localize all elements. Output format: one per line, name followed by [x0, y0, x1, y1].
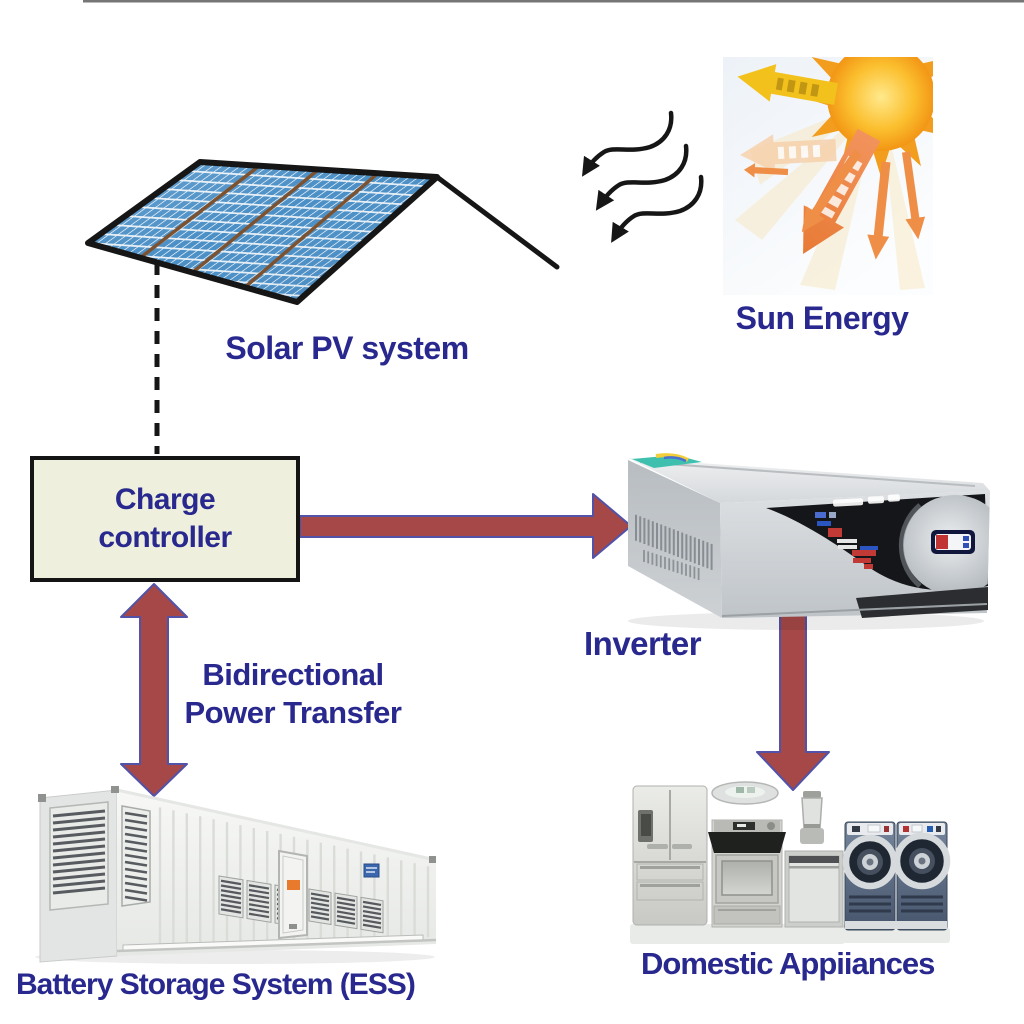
domestic-appliances-label: Domestic Appiiances — [641, 946, 935, 981]
solar-pv-system-label: Solar PV system — [225, 330, 469, 366]
inverter-label: Inverter — [584, 625, 702, 662]
inverter-brand-marks — [832, 494, 900, 507]
sun-energy-label: Sun Energy — [735, 300, 909, 336]
sun-faded-arrow — [740, 134, 837, 173]
washer-vent-lines — [849, 895, 943, 913]
battery-end-louver-vent — [52, 809, 106, 895]
blender — [800, 791, 824, 844]
washer-dryer-pair — [842, 821, 951, 931]
inverter-display-window — [931, 530, 975, 554]
battery-storage-label: Battery Storage System (ESS) — [16, 968, 416, 1001]
solar-panel-illustration — [85, 159, 560, 305]
refrigerator — [632, 785, 708, 926]
sun-thin-arrows — [743, 149, 926, 260]
battery-logo — [287, 880, 300, 890]
sun-illustration — [723, 57, 933, 295]
ceiling-light — [711, 781, 779, 805]
battery-front-louver-vent — [124, 811, 148, 902]
charge-controller-box: Charge controller — [30, 456, 300, 582]
controller-to-inverter-arrow — [299, 493, 632, 559]
panel-section-dividers — [139, 164, 379, 289]
battery-access-door — [278, 849, 308, 940]
controller-battery-bidirectional-arrow — [120, 583, 188, 797]
inverter-indicator-marks — [815, 512, 878, 569]
appliances-illustration — [630, 781, 951, 944]
top-border-line — [83, 0, 1024, 3]
roof-line — [434, 174, 560, 270]
inverter-illustration — [628, 453, 990, 630]
inverter-top-sticker — [632, 453, 702, 468]
charge-controller-label: Charge controller — [98, 483, 232, 554]
battery-blue-label — [363, 863, 380, 878]
sun-yellow-arrow — [737, 64, 838, 105]
bidirectional-power-transfer-label: Bidirectional Power Transfer — [184, 657, 402, 730]
inverter-side-vents — [635, 514, 713, 581]
sunlight-wavy-arrows-icon — [581, 110, 704, 243]
battery-container-illustration — [35, 786, 437, 964]
inverter-to-appliances-arrow — [756, 611, 830, 791]
dishwasher — [784, 850, 844, 928]
sun-disc — [827, 57, 933, 151]
stove-range — [708, 819, 786, 928]
